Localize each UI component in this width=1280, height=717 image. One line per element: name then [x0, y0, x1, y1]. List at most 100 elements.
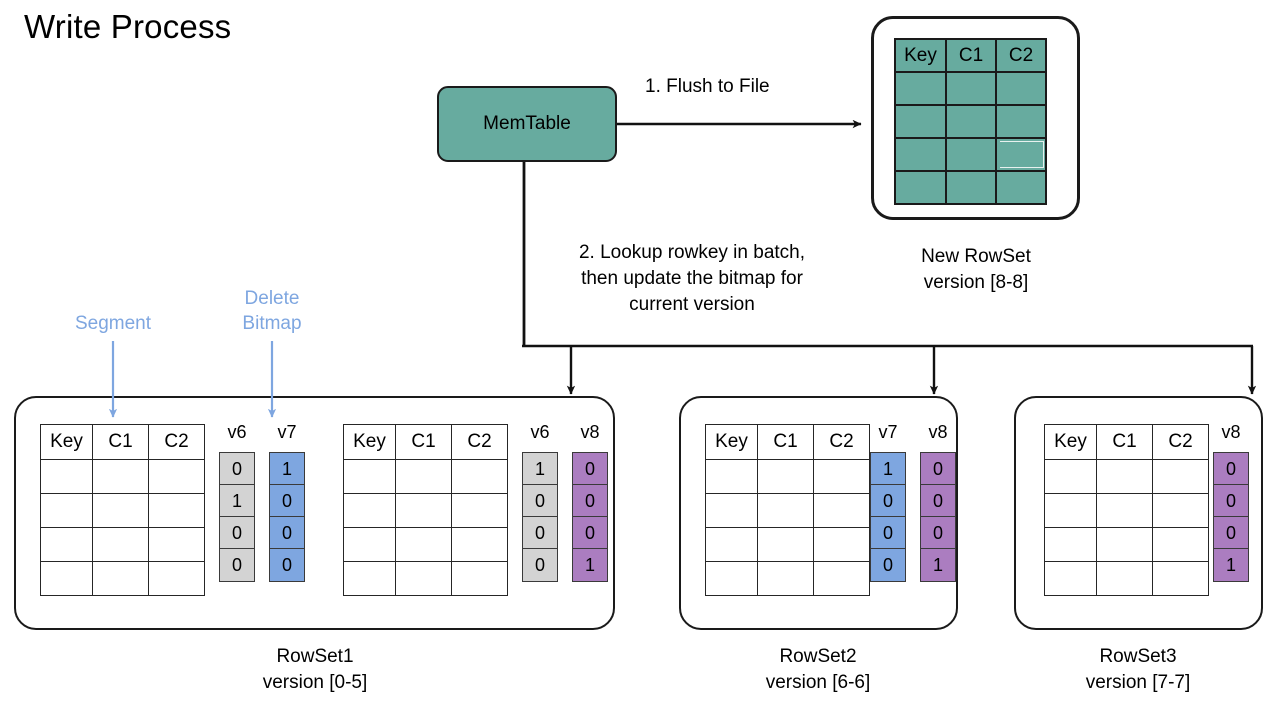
cell [451, 561, 508, 596]
cell [757, 459, 814, 494]
bitmap-cells: 1 0 0 0 [870, 452, 906, 582]
bitmap-cell: 1 [270, 453, 304, 485]
edge-label-lookup: 2. Lookup rowkey in batch, then update t… [532, 240, 852, 318]
cell [395, 459, 452, 494]
table-header-row: Key C1 C2 [894, 38, 1047, 73]
column-header-c2: C2 [995, 38, 1047, 73]
bitmap-cell: 0 [220, 453, 254, 485]
bitmap-cell: 0 [270, 549, 304, 581]
bitmap-column-v8: v8 0 0 0 1 [572, 422, 608, 582]
cell [1096, 493, 1153, 528]
table-row [705, 527, 870, 562]
rowset1-caption-line1: RowSet1 [276, 646, 354, 667]
bitmap-cell: 1 [573, 549, 607, 581]
rowset3-caption: RowSet3 version [7-7] [1018, 644, 1258, 696]
bitmap-version-label: v8 [580, 422, 600, 442]
cell [148, 493, 205, 528]
bitmap-cell: 0 [573, 517, 607, 549]
column-header-c2: C2 [813, 424, 870, 460]
table-row [40, 493, 205, 528]
rowset3-caption-line2: version [7-7] [1085, 672, 1191, 693]
cell [395, 561, 452, 596]
column-header-c1: C1 [757, 424, 814, 460]
column-header-c2: C2 [148, 424, 205, 460]
bitmap-cell: 0 [270, 485, 304, 517]
bitmap-cells: 0 0 0 1 [920, 452, 956, 582]
cell [894, 137, 947, 172]
cell [995, 170, 1047, 205]
cell [1152, 561, 1209, 596]
column-header-c2: C2 [451, 424, 508, 460]
bitmap-cells: 0 0 0 1 [1213, 452, 1249, 582]
bitmap-cell: 0 [921, 517, 955, 549]
cell [705, 561, 758, 596]
column-header-key: Key [343, 424, 396, 460]
cell [1096, 459, 1153, 494]
bitmap-cell: 0 [921, 453, 955, 485]
new-rowset-caption-line1: New RowSet [921, 246, 1031, 267]
cell [1152, 459, 1209, 494]
table-header-row: Key C1 C2 [40, 424, 205, 460]
bitmap-cell: 0 [220, 517, 254, 549]
cell [395, 493, 452, 528]
rowset2-caption-line2: version [6-6] [765, 672, 871, 693]
cell [813, 561, 870, 596]
cell [451, 527, 508, 562]
bitmap-cell: 0 [871, 549, 905, 581]
table-row [40, 527, 205, 562]
cell [92, 561, 149, 596]
cell [1152, 527, 1209, 562]
cell [945, 71, 997, 106]
rowset1-container: Key C1 C2 v6 0 1 0 0 v [14, 396, 615, 630]
rowset1-segment2-bitmaps: v6 1 0 0 0 v8 0 0 0 1 [522, 422, 608, 582]
cell [343, 527, 396, 562]
bitmap-cell: 0 [523, 517, 557, 549]
cell [705, 493, 758, 528]
column-header-key: Key [1044, 424, 1097, 460]
cell [757, 527, 814, 562]
bitmap-cell: 1 [871, 453, 905, 485]
cell [1096, 561, 1153, 596]
bitmap-version-label: v6 [227, 422, 247, 442]
table-row [894, 137, 1047, 172]
bitmap-cell: 0 [871, 517, 905, 549]
rowset2-segment1-table: Key C1 C2 [705, 424, 870, 596]
column-header-c1: C1 [92, 424, 149, 460]
cell [894, 170, 947, 205]
table-row [705, 493, 870, 528]
cell [757, 493, 814, 528]
bitmap-cell: 0 [523, 485, 557, 517]
rowset1-caption: RowSet1 version [0-5] [195, 644, 435, 696]
bitmap-column-v7: v7 1 0 0 0 [269, 422, 305, 582]
bitmap-cell: 1 [523, 453, 557, 485]
bitmap-column-v6: v6 1 0 0 0 [522, 422, 558, 582]
cell [343, 561, 396, 596]
cell [40, 493, 93, 528]
cell [1044, 527, 1097, 562]
memtable-node[interactable]: MemTable [437, 86, 617, 162]
cell [1044, 561, 1097, 596]
rowset3-container: Key C1 C2 v8 0 0 0 1 [1014, 396, 1263, 630]
table-row [1044, 527, 1209, 562]
bitmap-cell: 0 [1214, 453, 1248, 485]
bitmap-column-v8: v8 0 0 0 1 [1213, 422, 1249, 582]
cell [813, 493, 870, 528]
new-rowset-caption: New RowSet version [8-8] [856, 244, 1096, 296]
table-row [894, 104, 1047, 139]
cell [945, 104, 997, 139]
cell [757, 561, 814, 596]
column-header-c1: C1 [945, 38, 997, 73]
column-header-key: Key [40, 424, 93, 460]
rowset3-segment1-table: Key C1 C2 [1044, 424, 1209, 596]
cell [1152, 493, 1209, 528]
bitmap-cell: 0 [1214, 517, 1248, 549]
bitmap-column-v6: v6 0 1 0 0 [219, 422, 255, 582]
edge-label-lookup-line1: 2. Lookup rowkey in batch, [578, 242, 806, 263]
column-header-key: Key [894, 38, 947, 73]
cell [945, 170, 997, 205]
annotation-delete-bitmap-line1: Delete [244, 288, 300, 309]
bitmap-cell: 0 [523, 549, 557, 581]
cell [451, 493, 508, 528]
cell [705, 527, 758, 562]
page-title: Write Process [24, 8, 232, 45]
